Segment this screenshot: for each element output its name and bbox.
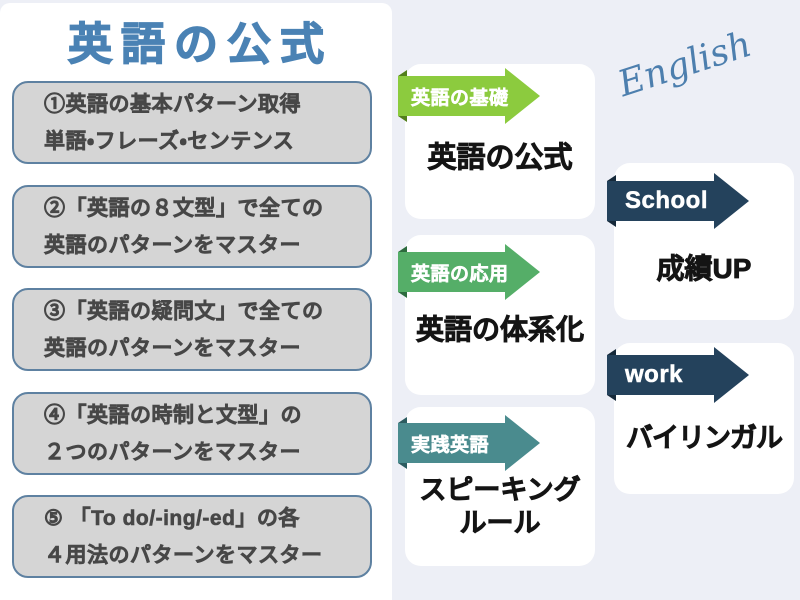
arrow-fold-bottom (398, 292, 407, 298)
step-box-5-line-2: ４用法のパターンをマスター (44, 543, 323, 567)
card-english-applied-title: 英語の体系化 (415, 314, 585, 346)
arrow-fold-bottom (398, 463, 407, 469)
arrow-right-icon (398, 68, 540, 124)
arrow-fold-top (398, 417, 407, 423)
ribbon-label-school: School (625, 187, 709, 215)
ribbon-label-english-basics: 英語の基礎 (411, 87, 509, 109)
arrow-fold-top (607, 175, 616, 181)
ribbon-arrow-english-applied: 英語の応用 (398, 244, 540, 300)
arrow-body (398, 68, 540, 124)
step-box-3-line-2: 英語のパターンをマスター (44, 336, 301, 360)
ribbon-arrow-practical-english: 実践英語 (398, 415, 540, 471)
step-box-5: ⑤ 「To do/-ing/-ed」の各 ４用法のパターンをマスター (12, 495, 372, 578)
arrow-right-icon (607, 347, 749, 403)
arrow-fold-bottom (607, 395, 616, 401)
step-box-1: ①英語の基本パターン取得 単語・フレーズ・センテンス (12, 81, 372, 164)
arrow-fold-top (607, 349, 616, 355)
step-box-3-line-1: ③「英語の疑問文」で全ての (44, 299, 324, 323)
arrow-right-icon (398, 244, 540, 300)
step-box-1-line-2: 単語・フレーズ・センテンス (44, 129, 295, 153)
step-box-4-line-1: ④「英語の時制と文型」の (44, 403, 302, 427)
step-box-3: ③「英語の疑問文」で全ての 英語のパターンをマスター (12, 288, 372, 371)
step-box-2: ②「英語の８文型」で全ての 英語のパターンをマスター (12, 185, 372, 268)
ribbon-arrow-work: work (607, 347, 749, 403)
arrow-right-icon (607, 173, 749, 229)
page-title: 英語の公式 (67, 19, 333, 69)
card-english-basics-title: 英語の公式 (427, 142, 573, 175)
card-work-title: バイリンガル (626, 423, 784, 454)
ribbon-arrow-english-basics: 英語の基礎 (398, 68, 540, 124)
arrow-body (607, 347, 749, 403)
card-practical-english-title: スピーキング ルール (419, 475, 581, 539)
ribbon-label-practical-english: 実践英語 (411, 434, 490, 456)
arrow-fold-bottom (398, 116, 407, 122)
step-box-4: ④「英語の時制と文型」の ２つのパターンをマスター (12, 392, 372, 475)
ribbon-label-work: work (625, 361, 684, 389)
step-box-2-line-2: 英語のパターンをマスター (44, 233, 301, 257)
ribbon-label-english-applied: 英語の応用 (411, 263, 509, 285)
english-script-word: English (613, 23, 757, 106)
step-box-2-line-1: ②「英語の８文型」で全ての (44, 196, 324, 220)
ribbon-arrow-school: School (607, 173, 749, 229)
step-box-5-line-1: ⑤ 「To do/-ing/-ed」の各 (44, 506, 300, 530)
step-box-1-line-1: ①英語の基本パターン取得 (44, 92, 301, 116)
arrow-fold-top (398, 70, 407, 76)
step-box-4-line-2: ２つのパターンをマスター (44, 440, 301, 464)
arrow-body (398, 244, 540, 300)
arrow-fold-top (398, 246, 407, 252)
arrow-body (607, 173, 749, 229)
arrow-fold-bottom (607, 221, 616, 227)
card-school-title: 成績UP (656, 253, 752, 285)
arrow-body (398, 415, 540, 471)
arrow-right-icon (398, 415, 540, 471)
left-panel: 英語の公式 ①英語の基本パターン取得 単語・フレーズ・センテンス ②「英語の８文… (0, 3, 392, 600)
